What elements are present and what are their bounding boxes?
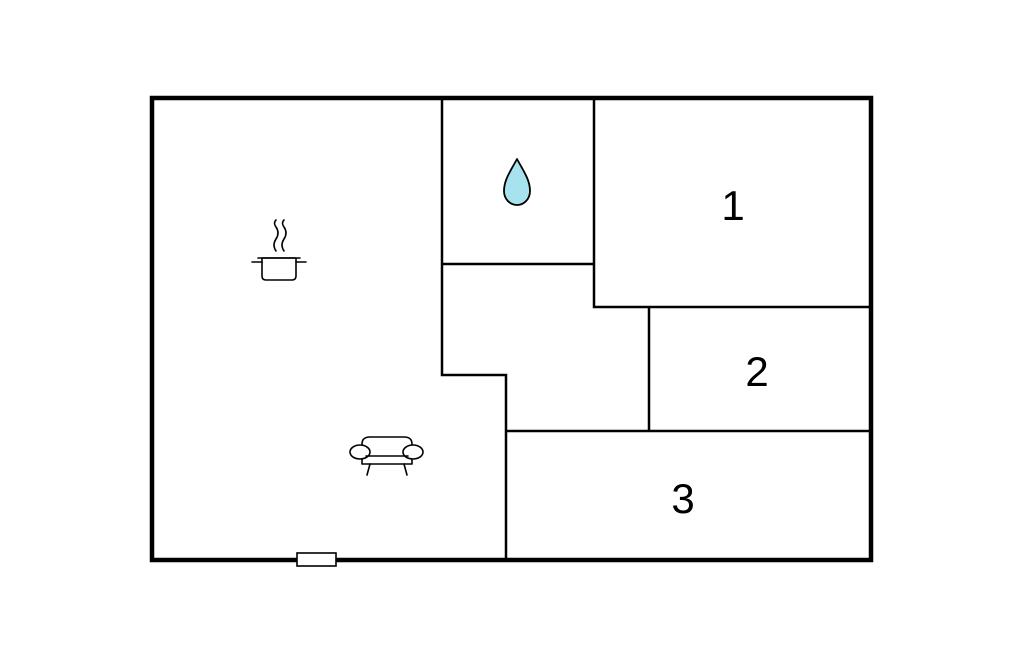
- room-number-3: 3: [671, 475, 694, 522]
- sofa-icon: [349, 436, 424, 476]
- entrance-door-marker: [296, 552, 337, 567]
- water-drop-icon: [503, 158, 531, 206]
- cooking-pot-icon: [251, 219, 307, 281]
- bedroom-1-wall: [592, 98, 871, 309]
- outer-wall: [149, 95, 874, 563]
- living-area-wall: [440, 98, 508, 560]
- room-number-2: 2: [745, 348, 768, 395]
- interior-walls: [440, 98, 871, 560]
- room-number-1: 1: [721, 182, 744, 229]
